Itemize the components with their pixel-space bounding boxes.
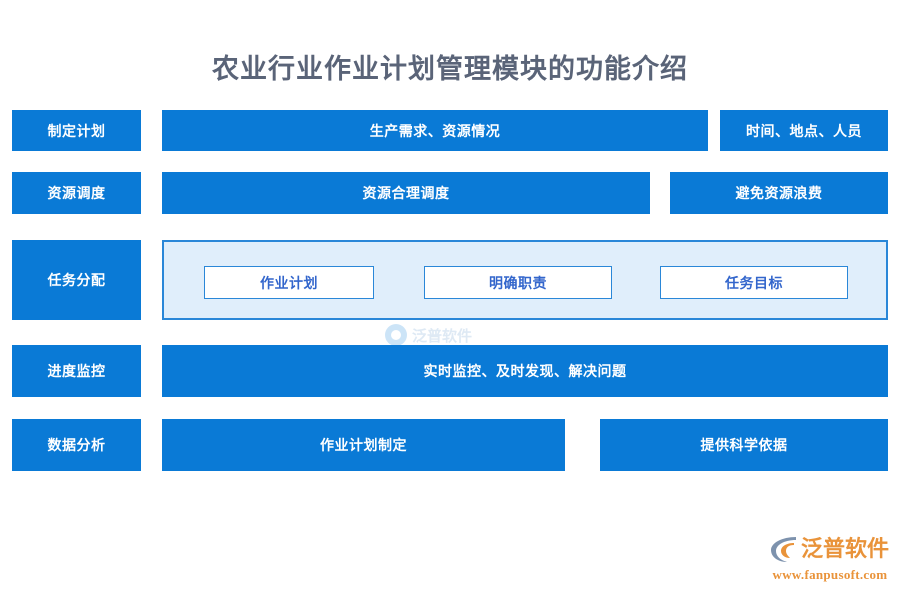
- row-5-right-box[interactable]: 提供科学依据: [600, 419, 888, 471]
- row-label-task-assignment[interactable]: 任务分配: [12, 240, 141, 320]
- brand-logo: 泛普软件 www.fanpusoft.com: [768, 533, 892, 585]
- row-2-right-box[interactable]: 避免资源浪费: [670, 172, 888, 214]
- row-label-data-analysis[interactable]: 数据分析: [12, 419, 141, 471]
- row-4-middle-box[interactable]: 实时监控、及时发现、解决问题: [162, 345, 888, 397]
- row-label-make-plan[interactable]: 制定计划: [12, 110, 141, 151]
- sub-box-task-goal[interactable]: 任务目标: [660, 266, 848, 299]
- task-assignment-panel: 作业计划 明确职责 任务目标: [162, 240, 888, 320]
- sub-box-work-plan[interactable]: 作业计划: [204, 266, 374, 299]
- row-2-middle-box[interactable]: 资源合理调度: [162, 172, 650, 214]
- row-label-progress-monitoring[interactable]: 进度监控: [12, 345, 141, 397]
- page-title: 农业行业作业计划管理模块的功能介绍: [212, 54, 688, 84]
- watermark-label: 泛普软件: [412, 327, 473, 345]
- brand-logo-name: 泛普软件: [801, 536, 890, 561]
- fanpu-swoosh-icon: [768, 534, 798, 564]
- brand-logo-row: 泛普软件: [768, 533, 892, 565]
- sub-box-clear-duties[interactable]: 明确职责: [424, 266, 612, 299]
- watermark-logo-icon: [385, 324, 407, 346]
- row-5-middle-box[interactable]: 作业计划制定: [162, 419, 565, 471]
- brand-logo-url: www.fanpusoft.com: [772, 567, 888, 582]
- row-1-middle-box[interactable]: 生产需求、资源情况: [162, 110, 708, 151]
- row-1-right-box[interactable]: 时间、地点、人员: [720, 110, 888, 151]
- row-label-resource-scheduling[interactable]: 资源调度: [12, 172, 141, 214]
